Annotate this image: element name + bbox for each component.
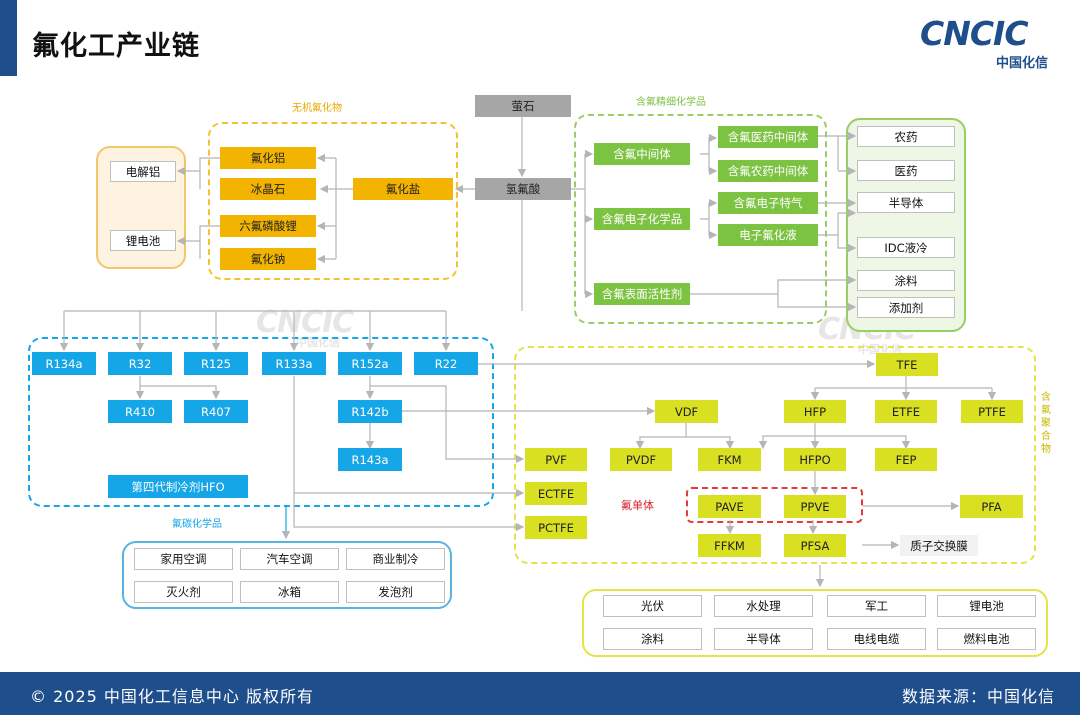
node-r142b: R142b [338, 400, 402, 423]
node-ptfe: PTFE [961, 400, 1023, 423]
node-pfsa: PFSA [784, 534, 846, 557]
node-fuhuana: 氟化钠 [220, 248, 316, 270]
group-label-polymer: 含氟聚合物 [1041, 392, 1051, 455]
node-pvf: PVF [525, 448, 587, 471]
polymer-app: 涂料 [603, 628, 702, 650]
watermark-sub: 中国化信 [296, 336, 340, 349]
cncic-logo: CNCIC 中国化信 [920, 14, 1060, 71]
node-zhongjianti: 含氟中间体 [594, 143, 690, 165]
node-r410: R410 [108, 400, 172, 423]
node-bingjingshi: 冰晶石 [220, 178, 316, 200]
polymer-app: 电线电缆 [827, 628, 926, 650]
node-bandaoti: 半导体 [857, 192, 955, 213]
node-tuliao: 涂料 [857, 270, 955, 291]
fluorocarbon-app: 汽车空调 [240, 548, 339, 570]
node-dianjielv: 电解铝 [110, 161, 176, 182]
logo-text: CNCIC [920, 14, 1029, 53]
node-ffkm: FFKM [698, 534, 761, 557]
node-fep: FEP [875, 448, 937, 471]
node-qingfusuan: 氢氟酸 [475, 178, 571, 200]
group-fine-chemicals [574, 114, 827, 324]
node-yiyao: 医药 [857, 160, 955, 181]
node-pvdf: PVDF [610, 448, 672, 471]
node-biaomianhuoxing: 含氟表面活性剂 [594, 283, 690, 305]
node-pfa: PFA [960, 495, 1023, 518]
fluorocarbon-app: 商业制冷 [346, 548, 445, 570]
group-monomer-highlight [686, 487, 863, 523]
group-polymer-applications [582, 589, 1048, 657]
polymer-app: 水处理 [714, 595, 813, 617]
node-dianzitqi: 含氟电子特气 [718, 192, 818, 214]
polymer-app: 半导体 [714, 628, 813, 650]
node-idc: IDC液冷 [857, 237, 955, 258]
node-etfe: ETFE [875, 400, 937, 423]
node-ectfe: ECTFE [525, 482, 587, 505]
node-hfp: HFP [784, 400, 846, 423]
node-yingshi: 萤石 [475, 95, 571, 117]
polymer-app: 锂电池 [937, 595, 1036, 617]
node-tfe: TFE [876, 353, 938, 376]
logo-subtitle: 中国化信 [996, 56, 1049, 71]
node-dianzihuaxue: 含氟电子化学品 [594, 208, 690, 230]
node-lidianchi: 锂电池 [110, 230, 176, 251]
node-fuhualv: 氟化铝 [220, 147, 316, 169]
group-fluoropolymers [514, 346, 1036, 564]
node-fuhuayan: 氟化盐 [353, 178, 453, 200]
node-ppve: PPVE [784, 495, 846, 518]
group-fine-applications [846, 118, 966, 332]
node-r32: R32 [108, 352, 172, 375]
node-r152a: R152a [338, 352, 402, 375]
node-pave: PAVE [698, 495, 761, 518]
node-r125: R125 [184, 352, 248, 375]
node-nongyao: 农药 [857, 126, 955, 147]
node-r407: R407 [184, 400, 248, 423]
group-label-inorganic: 无机氟化物 [292, 103, 342, 114]
group-label-fine: 含氟精细化学品 [636, 97, 706, 108]
footer-bar: © 2025 中国化工信息中心 版权所有 数据来源：中国化信 [0, 672, 1080, 715]
group-fluorocarbon [28, 337, 494, 507]
header-accent-bar [0, 0, 17, 76]
node-dianzifuhuaye: 电子氟化液 [718, 224, 818, 246]
node-r143a: R143a [338, 448, 402, 471]
node-fkm: FKM [698, 448, 761, 471]
group-label-fluorocarbon: 氟碳化学品 [172, 519, 222, 530]
node-tianjiaji: 添加剂 [857, 297, 955, 318]
fluorocarbon-app: 发泡剂 [346, 581, 445, 603]
node-r22: R22 [414, 352, 478, 375]
group-inorganic-fluorides [208, 122, 458, 280]
node-pctfe: PCTFE [525, 516, 587, 539]
page-title: 氟化工产业链 [32, 31, 200, 62]
node-vdf: VDF [655, 400, 718, 423]
node-yiyaozhongjianti: 含氟医药中间体 [718, 126, 818, 148]
fluorocarbon-app: 冰箱 [240, 581, 339, 603]
polymer-app: 燃料电池 [937, 628, 1036, 650]
fluorocarbon-app: 灭火剂 [134, 581, 233, 603]
footer-source: 数据来源：中国化信 [901, 687, 1055, 706]
polymer-app: 光伏 [603, 595, 702, 617]
footer-copyright: © 2025 中国化工信息中心 版权所有 [30, 687, 314, 706]
node-hfpo: HFPO [784, 448, 846, 471]
node-zhizijiaohuanmo: 质子交换膜 [900, 535, 978, 556]
polymer-app: 军工 [827, 595, 926, 617]
group-label-monomer: 氟单体 [621, 499, 654, 512]
node-r133a: R133a [262, 352, 326, 375]
node-hfo: 第四代制冷剂HFO [108, 475, 248, 498]
node-liufulinsuanli: 六氟磷酸锂 [220, 215, 316, 237]
group-fluorocarbon-applications [122, 541, 452, 609]
node-nongyaozhongjianti: 含氟农药中间体 [718, 160, 818, 182]
fluorocarbon-app: 家用空调 [134, 548, 233, 570]
node-r134a: R134a [32, 352, 96, 375]
